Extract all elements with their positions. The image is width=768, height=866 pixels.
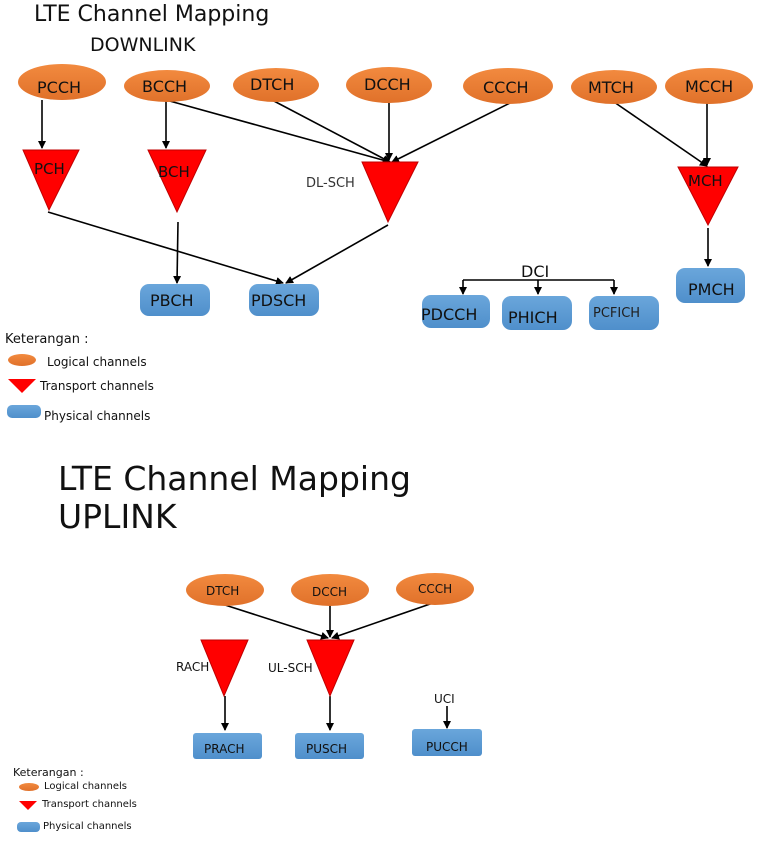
transport-pch-shape [22,149,80,212]
uplink-title-line1: LTE Channel Mapping [58,459,411,498]
downlink-arrows [38,99,712,295]
dci-label: DCI [521,262,550,281]
transport-dlsch-shape [361,161,419,224]
legend2-shapes [17,783,40,832]
logical-mcch-shape [665,68,753,104]
transport-mch-shape [677,166,739,227]
physical-pdsch-shape [249,284,319,316]
physical-pdcch-shape [422,295,490,328]
ul-physical-pucch-label: PUCCH [426,740,468,754]
uplink-arrows [221,602,451,731]
legend2-transport-label: Transport channels [42,799,137,810]
ul-physical-pusch-label: PUSCH [306,742,348,756]
legend1-logical-label: Logical channels [47,355,147,369]
physical-pmch-shape [676,268,745,303]
uplink-transport-shapes [200,639,355,698]
logical-mtch-label: MTCH [588,78,634,97]
physical-pcfich-label: PCFICH [593,306,641,321]
downlink-transport-shapes [22,149,739,227]
legend2-heading: Keterangan : [13,766,84,779]
logical-mtch-shape [571,70,657,104]
downlink-physical-shapes [140,268,745,330]
physical-pbch-label: PBCH [150,291,194,310]
legend2-physical-label: Physical channels [43,821,132,832]
transport-dlsch-label: DL-SCH [306,176,355,191]
logical-dcch-label: DCCH [364,75,411,94]
downlink-title-line2: DOWNLINK [90,34,196,56]
ul-transport-ulsch-shape [306,639,355,698]
ul-transport-rach-shape [200,639,249,698]
logical-dcch-shape [346,67,432,103]
ul-logical-ccch-label: CCCH [418,582,453,596]
ul-logical-dcch-shape [291,574,369,606]
physical-pmch-label: PMCH [688,280,735,299]
ul-transport-rach-label: RACH [176,660,210,674]
uplink-title-line2: UPLINK [58,497,177,536]
ul-logical-ccch-shape [396,573,474,605]
legend1-shapes [7,354,41,418]
logical-ccch-shape [463,68,553,104]
logical-pcch-label: PCCH [37,78,82,97]
physical-pcfich-shape [589,296,659,330]
ul-physical-prach-shape [193,733,262,759]
ul-logical-dcch-label: DCCH [312,585,348,599]
logical-pcch-shape [18,64,106,100]
transport-mch-label: MCH [688,172,723,190]
ul-logical-dtch-shape [186,574,264,606]
physical-phich-label: PHICH [508,308,558,327]
downlink-title-line1: LTE Channel Mapping [34,2,270,27]
ul-physical-pucch-shape [412,729,482,756]
uplink-physical-shapes [193,729,482,759]
logical-dtch-label: DTCH [250,75,295,94]
physical-pdsch-label: PDSCH [251,291,307,310]
physical-pbch-shape [140,284,210,316]
legend1-physical-label: Physical channels [44,409,151,423]
transport-bch-label: BCH [158,163,190,181]
legend1-heading: Keterangan : [5,332,89,347]
physical-phich-shape [502,296,572,330]
logical-ccch-label: CCCH [483,78,529,97]
downlink-logical-shapes [18,64,753,104]
physical-pdcch-label: PDCCH [421,305,478,324]
uci-label: UCI [434,692,455,706]
transport-bch-shape [147,149,207,214]
logical-dtch-shape [233,68,319,102]
ul-physical-pusch-shape [295,733,364,759]
ul-physical-prach-label: PRACH [204,742,245,756]
logical-bcch-shape [124,70,210,102]
legend1-transport-label: Transport channels [40,379,154,393]
transport-pch-label: PCH [34,160,65,178]
logical-mcch-label: MCCH [685,77,734,96]
legend2-logical-label: Logical channels [44,781,128,792]
logical-bcch-label: BCCH [142,77,188,96]
uplink-logical-shapes [186,573,474,606]
ul-transport-ulsch-label: UL-SCH [268,661,313,675]
ul-logical-dtch-label: DTCH [206,584,240,598]
